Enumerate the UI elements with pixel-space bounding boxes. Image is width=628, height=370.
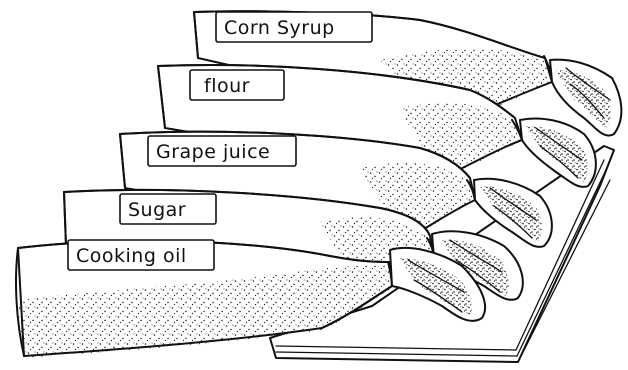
svg-text:Corn Syrup: Corn Syrup — [224, 17, 335, 39]
svg-text:Sugar: Sugar — [128, 199, 186, 221]
label-sugar: Sugar — [120, 194, 216, 224]
svg-text:Grape juice: Grape juice — [156, 141, 270, 163]
label-flour: flour — [190, 70, 284, 100]
label-grape-juice: Grape juice — [148, 136, 296, 166]
svg-text:Cooking oil: Cooking oil — [76, 245, 187, 267]
svg-text:flour: flour — [204, 75, 250, 97]
label-cooking-oil: Cooking oil — [68, 240, 214, 270]
label-corn-syrup: Corn Syrup — [216, 12, 372, 42]
